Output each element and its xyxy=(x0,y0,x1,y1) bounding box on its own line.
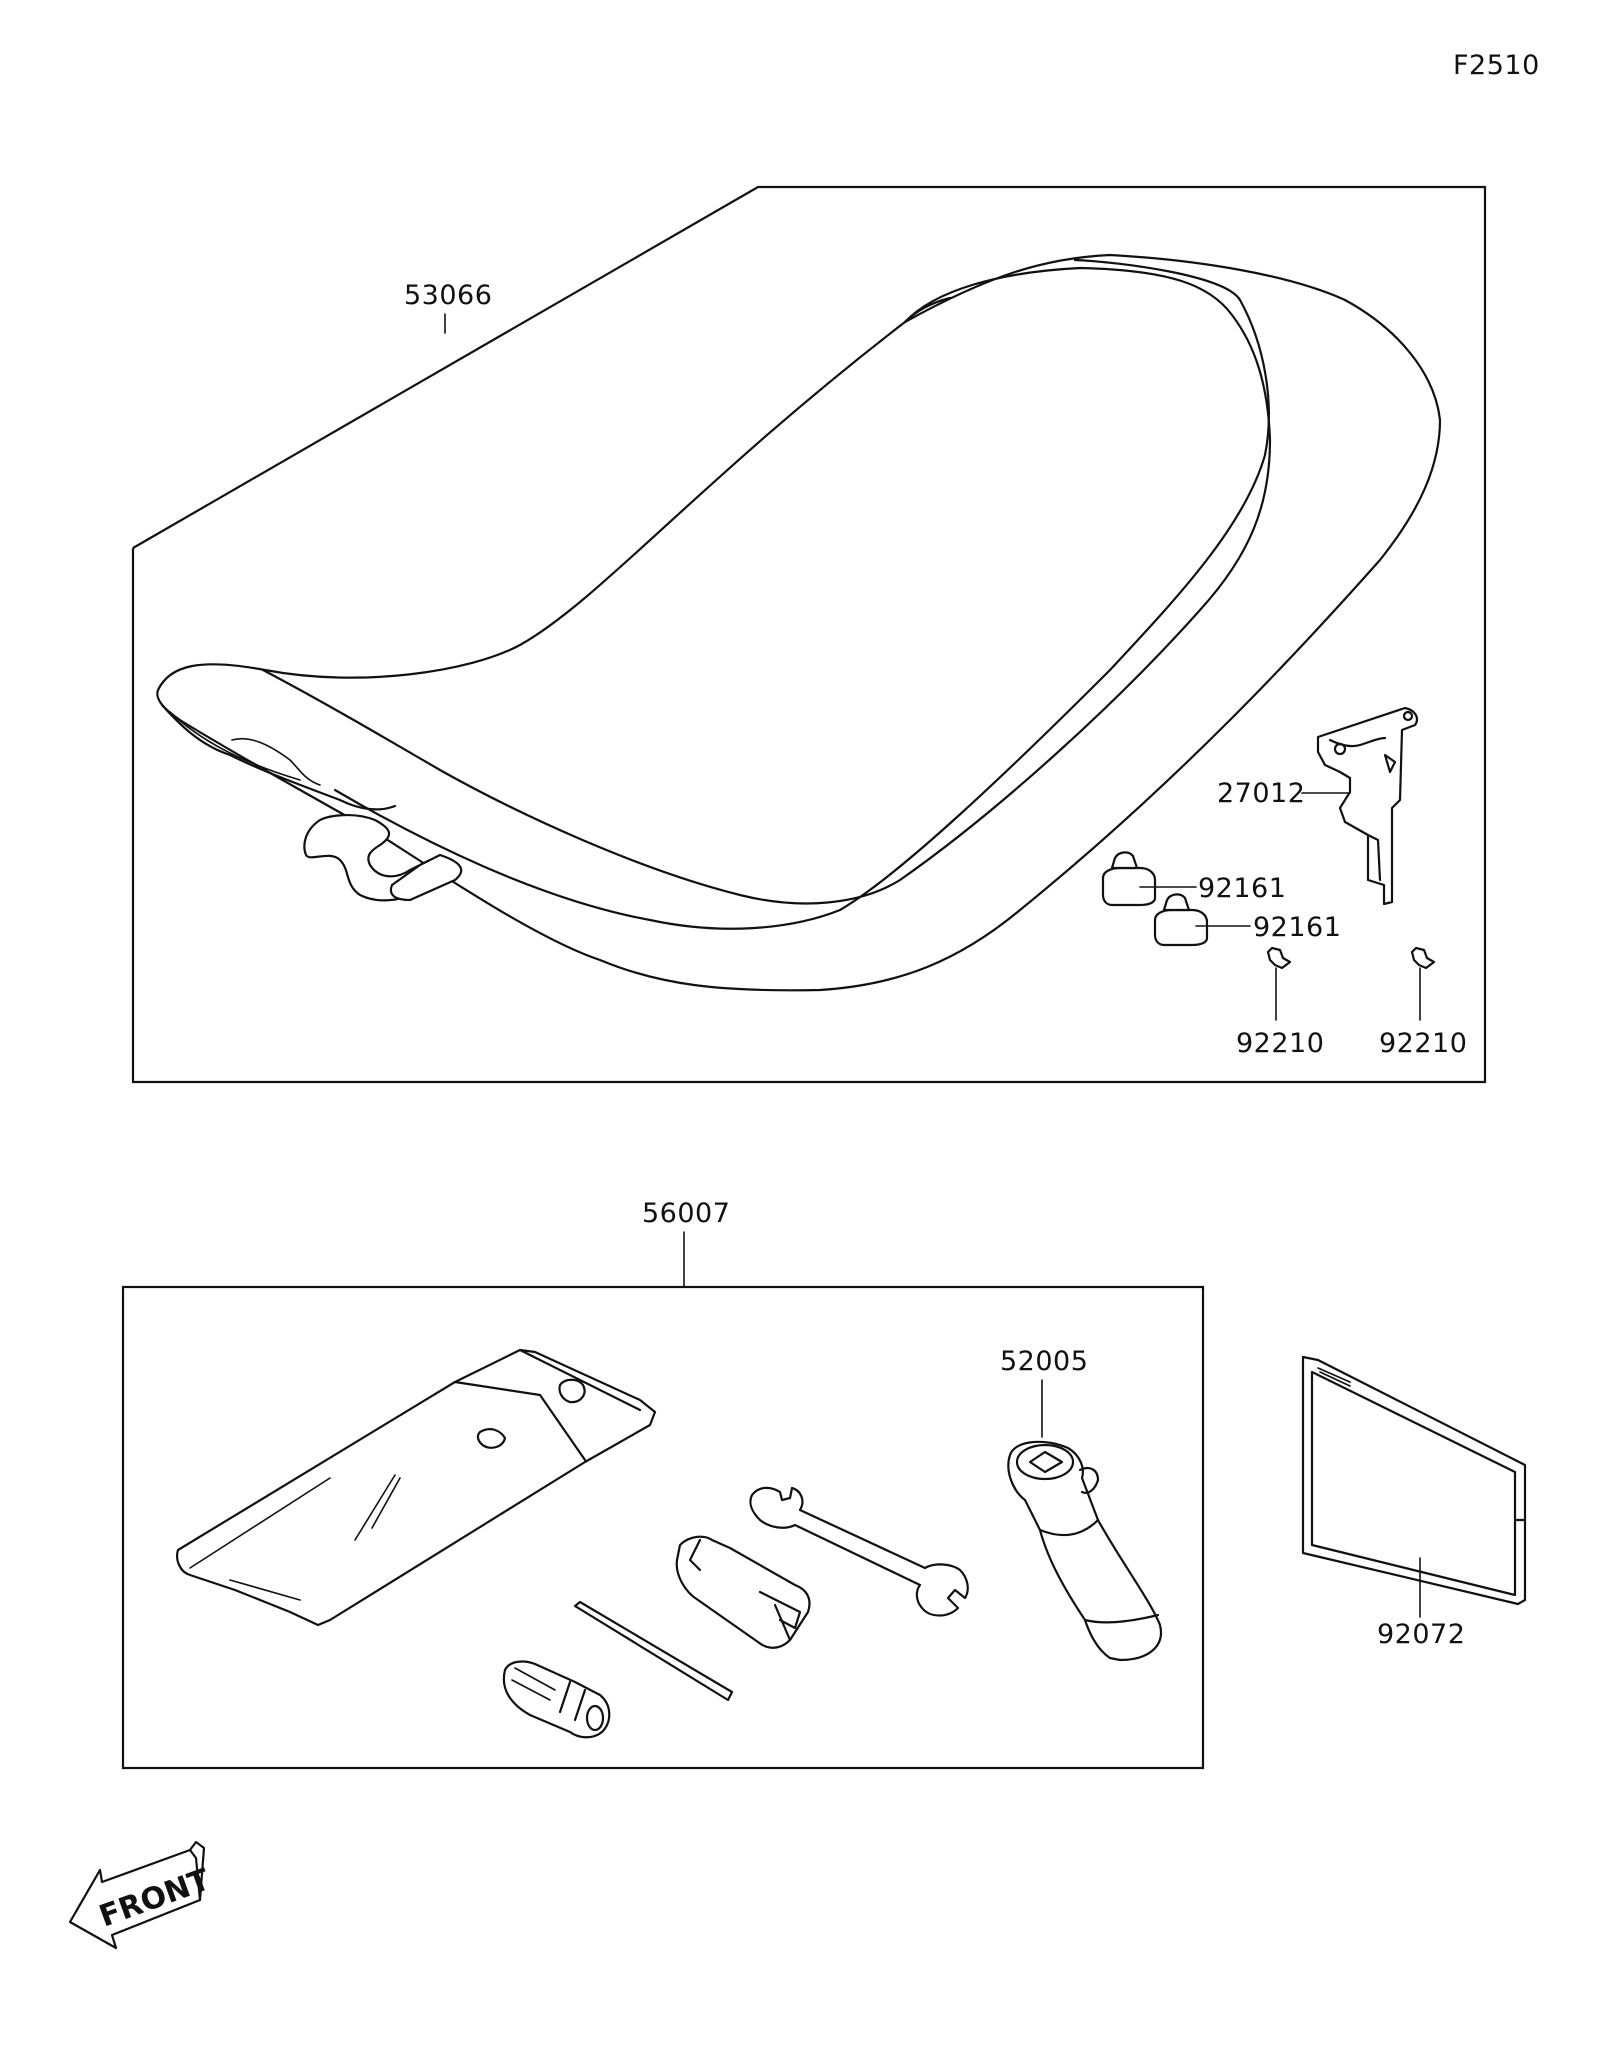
label-damper-upper: 92161 xyxy=(1198,873,1286,904)
label-plug-wrench: 52005 xyxy=(1000,1346,1088,1377)
clip-left xyxy=(1266,946,1292,970)
label-clip-left: 92210 xyxy=(1236,1028,1324,1059)
damper-upper xyxy=(1101,851,1157,907)
socket-spanner xyxy=(675,1535,811,1649)
tommy-bar xyxy=(573,1600,734,1702)
plug-wrench xyxy=(1007,1440,1163,1662)
seat-hook-bracket xyxy=(1316,706,1419,906)
manual-bag xyxy=(1301,1355,1527,1606)
tool-bag xyxy=(176,1348,657,1627)
figure-code: F2510 xyxy=(1453,50,1540,81)
tool-kit-frame xyxy=(121,1285,1205,1770)
label-damper-lower: 92161 xyxy=(1253,912,1341,943)
damper-lower xyxy=(1153,893,1209,947)
label-seat-hook: 27012 xyxy=(1217,778,1305,809)
seat-group-frame xyxy=(131,185,1487,1084)
wrench xyxy=(749,1486,969,1617)
label-manual-bag: 92072 xyxy=(1377,1619,1465,1650)
label-tool-kit: 56007 xyxy=(642,1198,730,1229)
screwdriver-handle xyxy=(502,1660,611,1739)
clip-right xyxy=(1410,946,1436,970)
front-arrow: FRONT xyxy=(68,1840,215,1950)
label-clip-right: 92210 xyxy=(1379,1028,1467,1059)
seat-drawing xyxy=(156,253,1442,992)
label-seat: 53066 xyxy=(404,280,492,311)
